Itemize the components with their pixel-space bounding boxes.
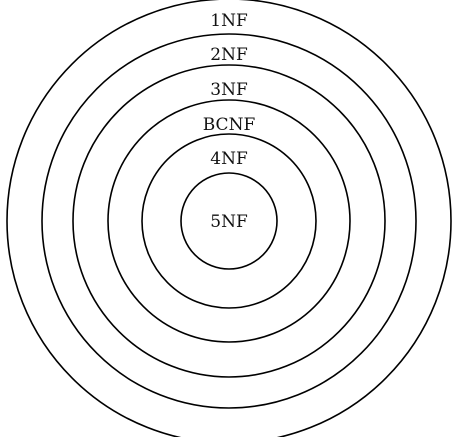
ring-3nf: [72, 64, 386, 378]
ring-bcnf: [107, 99, 351, 343]
ring-1nf: [6, 0, 452, 437]
ring-5nf: [180, 172, 278, 270]
ring-2nf: [41, 33, 417, 409]
label-5nf: 5NF: [210, 212, 248, 232]
ring-4nf: [141, 133, 317, 309]
label-3nf: 3NF: [210, 80, 248, 100]
label-4nf: 4NF: [210, 149, 248, 169]
label-2nf: 2NF: [210, 45, 248, 65]
label-bcnf: BCNF: [203, 115, 256, 135]
label-1nf: 1NF: [210, 11, 248, 31]
